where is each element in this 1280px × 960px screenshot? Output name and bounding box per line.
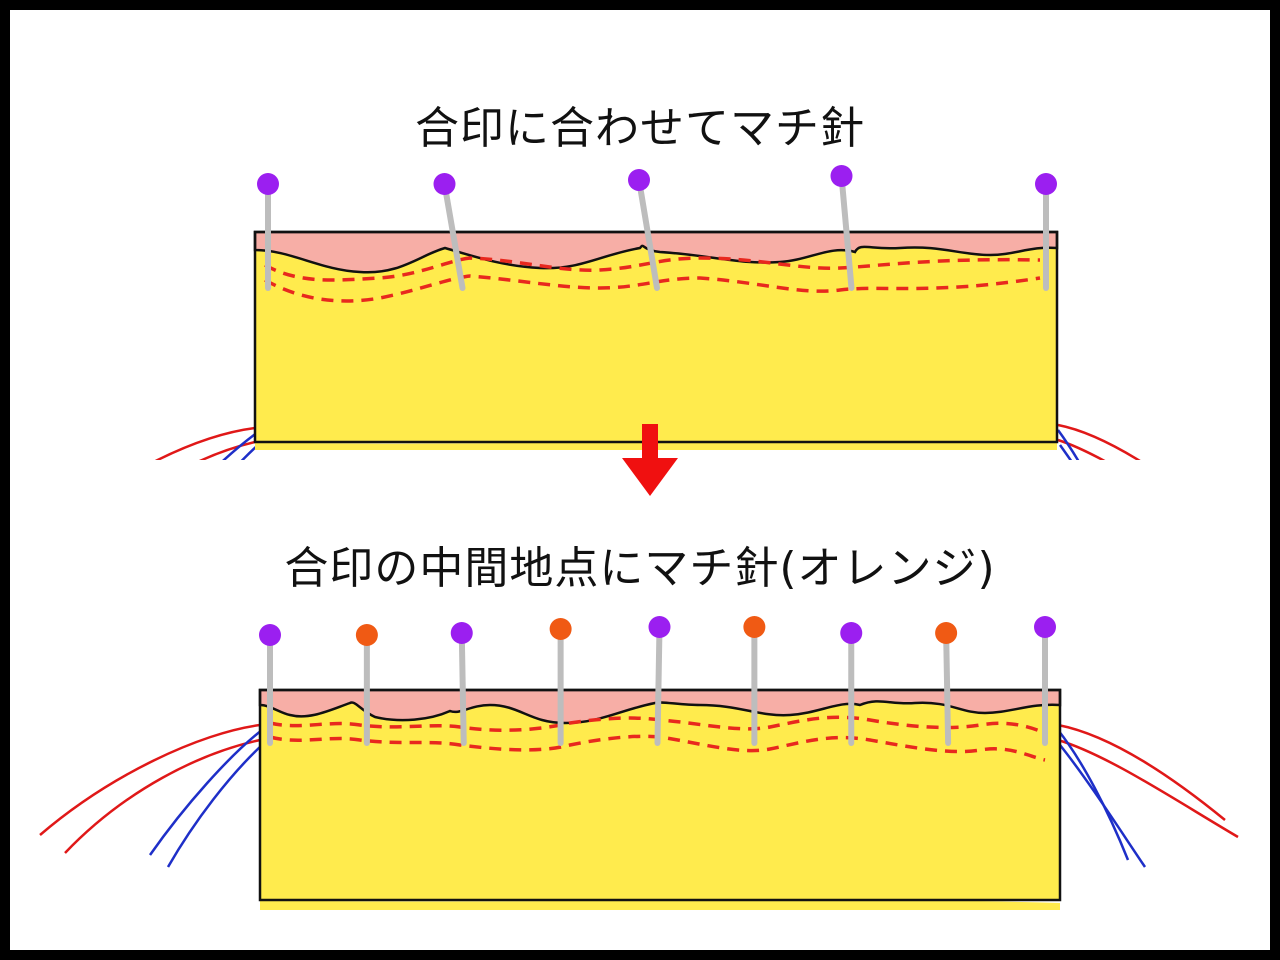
pin-head-orange (549, 618, 572, 640)
down-arrow-icon (622, 424, 678, 496)
thread-blue (166, 744, 263, 868)
pin-shaft (441, 181, 466, 291)
pin-head-purple (1034, 616, 1056, 638)
thread-red (1057, 423, 1141, 460)
thread-blue (1059, 744, 1147, 868)
pin-head-orange (935, 622, 958, 644)
thread-red (1057, 723, 1226, 821)
pin-head-orange (355, 624, 378, 646)
pin-head-purple (257, 173, 279, 195)
pin-head-purple (450, 622, 473, 644)
threads-left (154, 426, 259, 460)
thread-red (64, 738, 261, 854)
pin-head-purple (830, 165, 853, 187)
threads-right (1057, 723, 1239, 868)
pin-head-purple (1035, 173, 1057, 195)
stitch-line (264, 274, 1041, 303)
thread-blue (1057, 729, 1130, 861)
pin-head-purple (433, 173, 456, 195)
pin-head-orange (743, 616, 766, 638)
thread-red (39, 723, 261, 836)
thread-blue (148, 729, 263, 856)
caption-top: 合印に合わせてマチ針 (415, 103, 865, 154)
pin-head-purple (840, 622, 863, 644)
thread-red (1057, 738, 1239, 839)
thread-blue (1056, 429, 1080, 460)
pin-head-purple (648, 616, 671, 638)
thread-blue (1058, 444, 1073, 460)
thread-red (154, 426, 256, 460)
pin-head-purple (259, 624, 281, 646)
fabric-bottom-edge (260, 899, 1060, 910)
fabric-panel-bottom (39, 616, 1239, 910)
threads-right (1056, 423, 1141, 460)
pin-shaft (838, 173, 855, 291)
pins-row-bottom (259, 616, 1056, 746)
pins-row-top (257, 165, 1057, 291)
caption-bottom: 合印の中間地点にマチ針(オレンジ) (284, 543, 996, 594)
threads-left (39, 723, 263, 868)
thread-red (1057, 438, 1106, 460)
pin-shaft (654, 624, 663, 746)
thread-blue (240, 444, 259, 460)
pin-head-purple (628, 169, 650, 191)
stitch-line (264, 256, 1041, 282)
pin-shaft (458, 630, 467, 746)
pin-shaft (943, 630, 952, 746)
thread-red (199, 440, 256, 460)
thread-blue (222, 430, 259, 460)
pin-shaft (636, 177, 660, 291)
fabric-panel-top (154, 165, 1141, 460)
